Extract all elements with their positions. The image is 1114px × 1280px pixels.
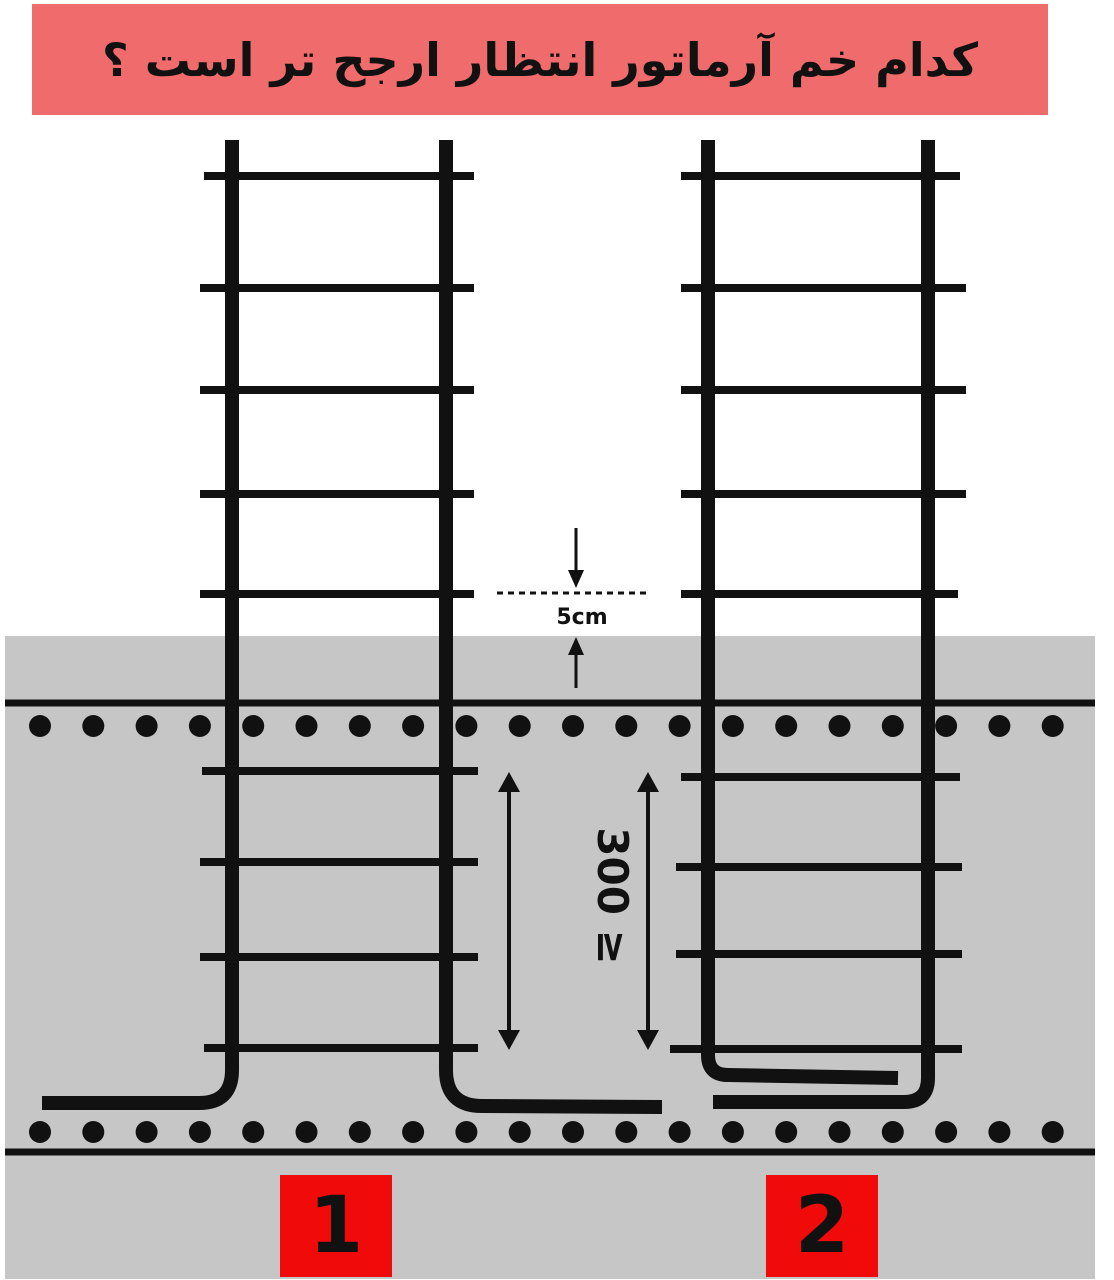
- rebar-dot: [135, 1121, 158, 1143]
- rebar-dot: [881, 1121, 904, 1143]
- rebar-dot: [29, 715, 51, 737]
- rebar-dot: [82, 1121, 105, 1143]
- rebar-dot: [188, 715, 211, 737]
- rebar-dot: [348, 1121, 371, 1143]
- rebar-dot: [988, 1121, 1011, 1143]
- rebar-dot: [615, 715, 638, 737]
- column-2-left-bar: [701, 140, 899, 1085]
- rebar-dot: [402, 715, 425, 737]
- rebar-dot: [295, 1121, 318, 1143]
- option-2-label: 2: [794, 1181, 850, 1271]
- rebar-dot: [29, 1121, 51, 1143]
- top-rebar-dots: [29, 715, 1064, 737]
- column-2-ties: [670, 172, 966, 1053]
- rebar-dot: [721, 715, 744, 737]
- dimension-300-label: 300 ≥: [588, 827, 637, 964]
- column-1-left-bar: [42, 140, 239, 1110]
- rebar-dot: [562, 715, 584, 737]
- rebar-dot: [348, 715, 371, 737]
- dimension-5cm-label: 5cm: [556, 605, 607, 630]
- option-1-label-box: 1: [280, 1175, 392, 1277]
- dim-arrow-1-bottom: [498, 1030, 520, 1050]
- option-1-label: 1: [308, 1181, 364, 1271]
- rebar-dot: [828, 1121, 851, 1143]
- rebar-dot: [935, 715, 958, 737]
- rebar-dot: [295, 715, 318, 737]
- rebar-dot: [775, 715, 798, 737]
- rebar-dot: [562, 1121, 584, 1143]
- dim-arrow-2-top: [637, 772, 659, 792]
- rebar-dot: [828, 715, 851, 737]
- rebar-dot: [242, 715, 265, 737]
- rebar-dot: [135, 715, 158, 737]
- rebar-dot: [508, 1121, 531, 1143]
- rebar-dot: [1041, 1121, 1064, 1143]
- rebar-dot: [668, 1121, 691, 1143]
- rebar-dot: [721, 1121, 744, 1143]
- column-2-right-bar: [713, 140, 935, 1109]
- rebar-dot: [668, 715, 691, 737]
- rebar-dot: [188, 1121, 211, 1143]
- option-2-label-box: 2: [766, 1175, 878, 1277]
- rebar-dot: [935, 1121, 958, 1143]
- dim-arrow-1-top: [498, 772, 520, 792]
- rebar-dot: [82, 715, 105, 737]
- bottom-rebar-dots: [29, 1121, 1064, 1143]
- rebar-dot: [615, 1121, 638, 1143]
- rebar-dot: [988, 715, 1011, 737]
- dim-arrow-2-bottom: [637, 1030, 659, 1050]
- rebar-dot: [775, 1121, 798, 1143]
- rebar-dot: [455, 715, 478, 737]
- title-banner: کدام خم آرماتور انتظار ارجح تر است ؟: [32, 4, 1048, 115]
- rebar-dot: [1041, 715, 1064, 737]
- rebar-dot: [508, 715, 531, 737]
- arrow-up-head: [568, 637, 584, 655]
- rebar-dot: [881, 715, 904, 737]
- rebar-dot: [455, 1121, 478, 1143]
- rebar-dot: [402, 1121, 425, 1143]
- rebar-dot: [242, 1121, 265, 1143]
- column-1-ties: [200, 172, 478, 1052]
- arrow-down-head: [568, 570, 584, 588]
- question-title: کدام خم آرماتور انتظار ارجح تر است ؟: [102, 32, 978, 87]
- column-1-right-bar: [439, 140, 663, 1114]
